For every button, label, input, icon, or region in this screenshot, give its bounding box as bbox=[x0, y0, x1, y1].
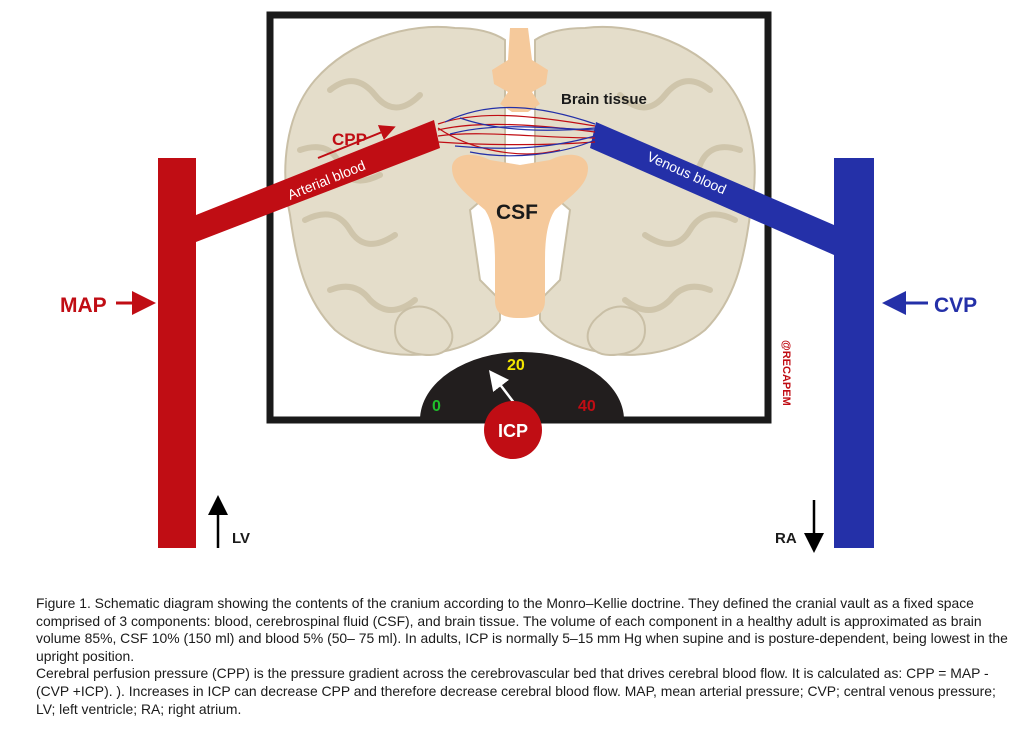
gauge-mid-label: 20 bbox=[507, 357, 525, 374]
map-label: MAP bbox=[60, 294, 107, 317]
capillary-bed bbox=[437, 106, 596, 157]
gauge-min-label: 0 bbox=[432, 398, 441, 415]
venous-vessel bbox=[590, 122, 874, 548]
icp-label: ICP bbox=[498, 421, 528, 441]
cpp-label: CPP bbox=[332, 130, 367, 149]
cvp-label: CVP bbox=[934, 294, 977, 317]
lv-label: LV bbox=[232, 530, 250, 547]
brain-tissue-label: Brain tissue bbox=[561, 91, 647, 108]
csf-ventricles bbox=[452, 28, 588, 318]
monro-kellie-diagram: MAP CVP LV RA CPP Arterial blood Venous … bbox=[60, 11, 977, 553]
caption-paragraph-2: Cerebral perfusion pressure (CPP) is the… bbox=[36, 665, 996, 717]
watermark: @RECAPEM bbox=[780, 340, 792, 406]
arterial-vessel bbox=[158, 120, 440, 548]
icp-gauge bbox=[420, 352, 624, 459]
csf-label: CSF bbox=[496, 201, 538, 224]
icp-knob bbox=[484, 401, 542, 459]
gauge-max-label: 40 bbox=[578, 398, 596, 415]
figure-caption: Figure 1. Schematic diagram showing the … bbox=[36, 595, 1011, 718]
ra-label: RA bbox=[775, 530, 797, 547]
cpp-arrow bbox=[317, 125, 396, 159]
caption-paragraph-1: Figure 1. Schematic diagram showing the … bbox=[36, 595, 1008, 664]
